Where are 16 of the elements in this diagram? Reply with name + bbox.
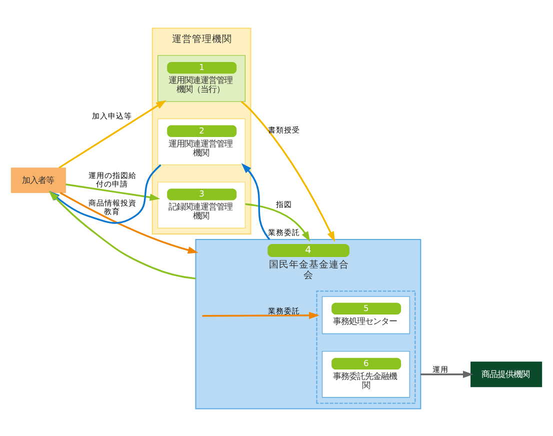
- cluster: [316, 290, 416, 404]
- node-box: 2 運用関連運営管理機関: [157, 118, 246, 165]
- arrow: [58, 100, 166, 168]
- node-box: 商品提供機関: [470, 361, 542, 387]
- arrow: [202, 311, 320, 319]
- node-box: 加入者等: [10, 167, 66, 193]
- arrow: [60, 191, 198, 254]
- arrow: [66, 183, 160, 200]
- node-box: 1 運用関連運営管理機関（当行）: [157, 54, 246, 102]
- node-box: 6 事務委託先金融機関: [322, 350, 410, 398]
- arrow: [241, 162, 270, 240]
- arrow: [240, 100, 336, 242]
- arrow: [420, 370, 474, 378]
- node-box: 5 事務処理センター: [322, 296, 410, 334]
- arrow: [245, 202, 310, 242]
- node-box: 3 記録関連運営管理機関: [157, 181, 246, 228]
